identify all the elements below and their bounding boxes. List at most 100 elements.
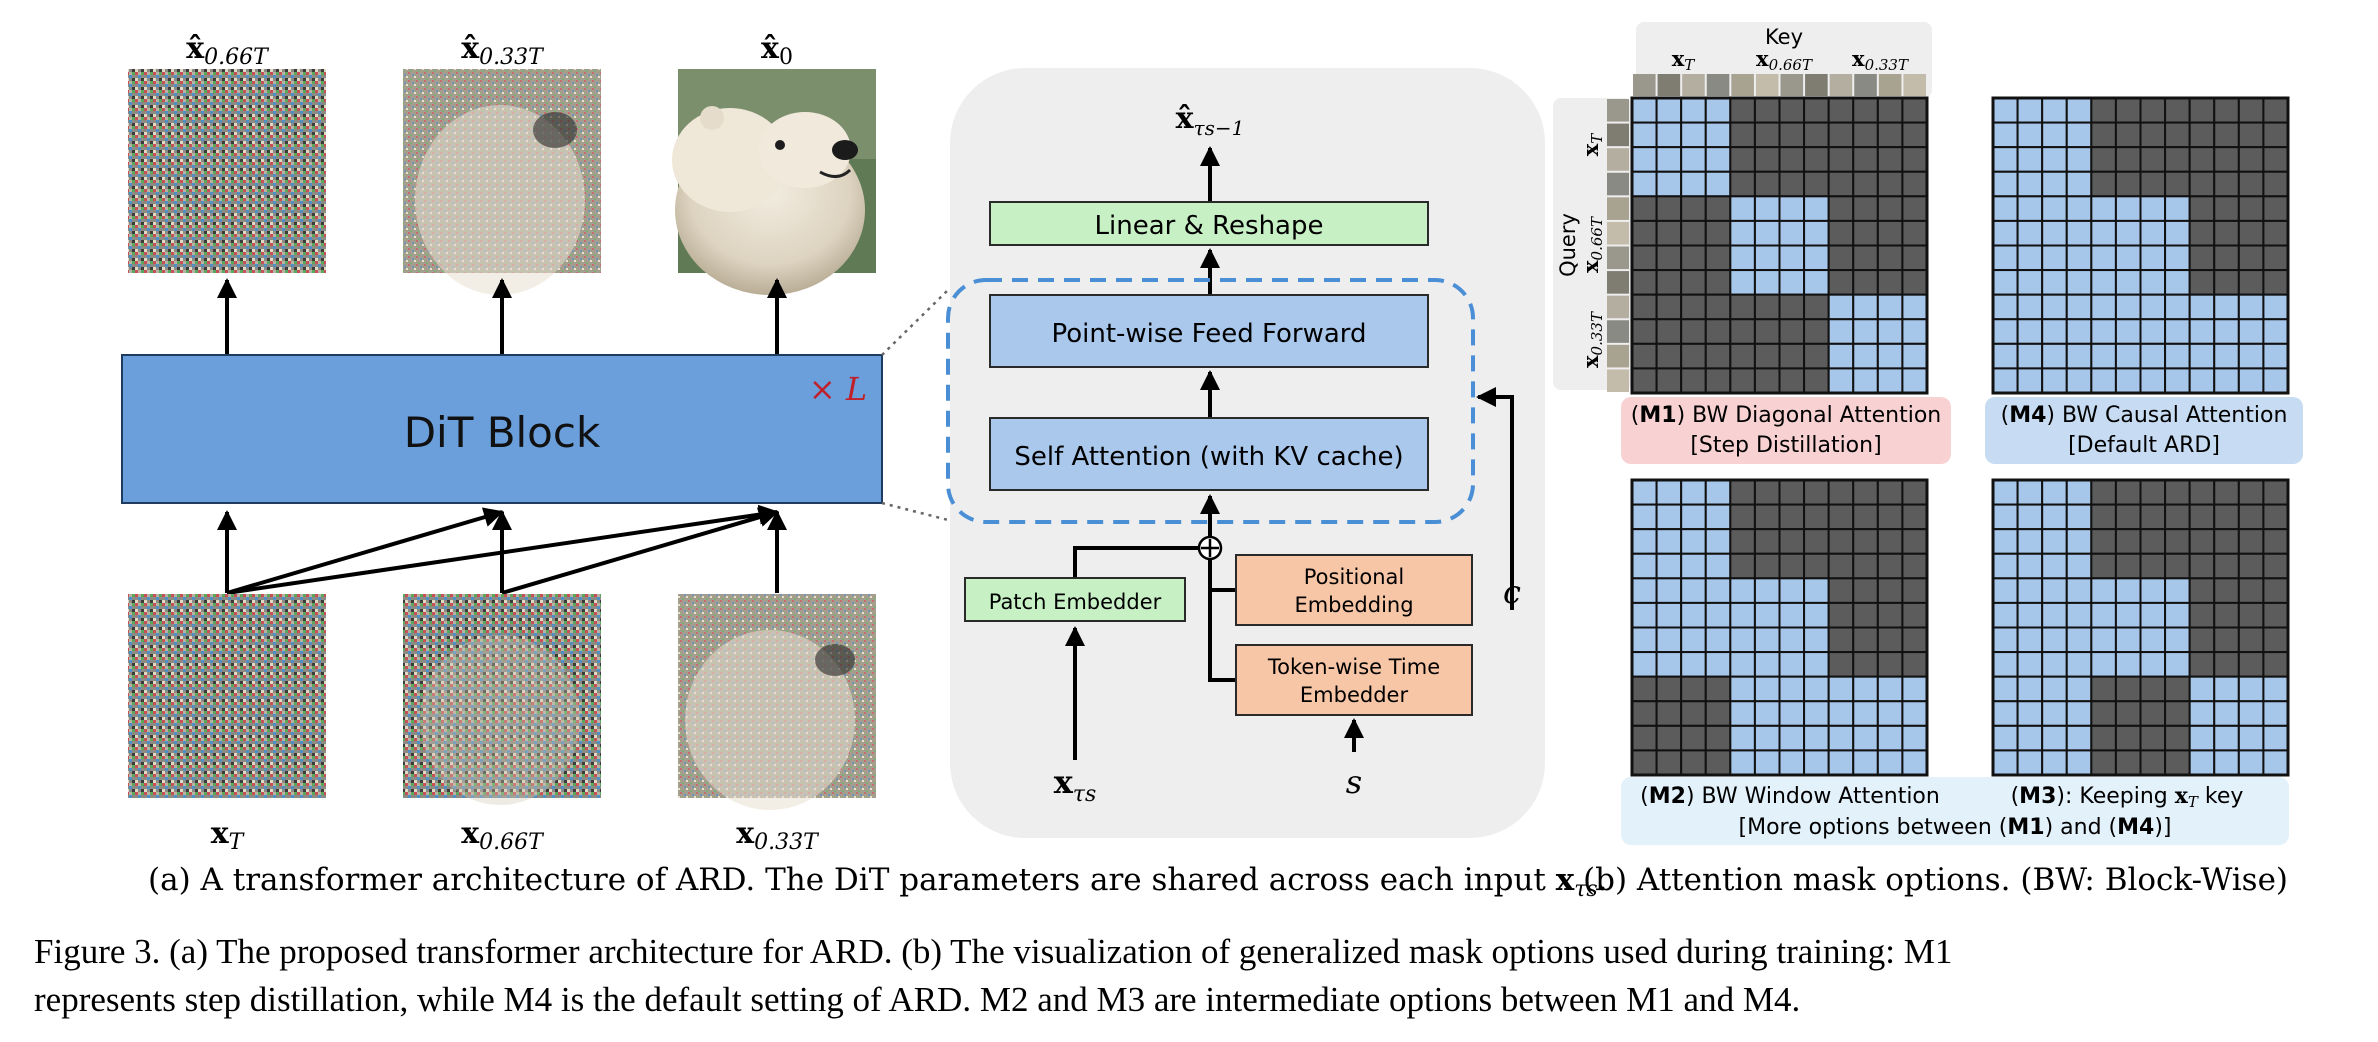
mask-cell-blocked: [2164, 552, 2191, 580]
mask-cell-blocked: [1778, 342, 1806, 370]
mask-cell-blocked: [1729, 342, 1756, 370]
mask-cell-blocked: [1876, 269, 1904, 296]
mask-cell-attend: [2090, 342, 2117, 370]
mask-cell-attend: [2090, 269, 2117, 296]
mask-cell-blocked: [1729, 170, 1756, 198]
mask-cell-blocked: [1803, 146, 1830, 173]
mask-cell-attend: [1992, 479, 2019, 506]
token-thumbnail: [1607, 295, 1629, 319]
mask-cell-attend: [2065, 121, 2093, 149]
mask-cell-blocked: [1852, 577, 1879, 604]
mask-cell-blocked: [2188, 219, 2216, 247]
mask-cell-attend: [1803, 675, 1830, 703]
mask-cell-attend: [1901, 749, 1928, 777]
mask-cell-attend: [2139, 269, 2167, 296]
key-label: Key: [1765, 25, 1803, 49]
mask-cell-attend: [1680, 97, 1707, 124]
mask-cell-blocked: [1827, 219, 1855, 247]
mask-cell-blocked: [1876, 170, 1904, 198]
mask-cell-blocked: [1753, 528, 1781, 555]
mask-cell-blocked: [1852, 195, 1879, 222]
mask-cell-blocked: [1704, 269, 1732, 296]
mask-cell-attend: [1992, 675, 2019, 703]
mask-cell-blocked: [1680, 749, 1707, 777]
mask-cell-blocked: [2090, 121, 2117, 149]
token-thumbnail: [1854, 74, 1877, 96]
mask-cell-attend: [1680, 503, 1707, 531]
mask-cell-blocked: [1704, 367, 1732, 394]
mask-cell-blocked: [2237, 146, 2265, 173]
mask-cell-blocked: [2164, 121, 2191, 149]
token-thumbnail: [1607, 197, 1629, 220]
mask-cell-attend: [1827, 367, 1855, 394]
mask-cell-blocked: [2213, 219, 2240, 247]
mask-cell-blocked: [1655, 700, 1683, 727]
mask-cell-attend: [2016, 724, 2044, 752]
mask-cell-attend: [1778, 700, 1806, 727]
mask-cell-attend: [2164, 626, 2191, 654]
mask-cell-blocked: [2237, 577, 2265, 604]
mask-cell-attend: [2164, 601, 2191, 629]
mask-cell-blocked: [1704, 318, 1732, 345]
mask-cell-attend: [2262, 749, 2290, 777]
mask-cell-attend: [1631, 577, 1658, 604]
mask-cell-attend: [1876, 749, 1904, 777]
mask-cell-attend: [1729, 700, 1756, 727]
mask-cell-attend: [2016, 626, 2044, 654]
mask-cell-attend: [2139, 577, 2167, 604]
mask-cell-blocked: [2139, 146, 2167, 173]
mask-cell-blocked: [1753, 146, 1781, 173]
mask-cell-blocked: [1729, 367, 1756, 394]
mask-cell-attend: [1729, 195, 1756, 222]
mask-cell-blocked: [1901, 577, 1928, 604]
mask-cell-attend: [1876, 318, 1904, 345]
mask-cell-attend: [2090, 244, 2117, 272]
repeat-label: × L: [809, 370, 867, 408]
time-embedder-label-1: Token-wise Time: [1267, 655, 1440, 679]
mask-cell-blocked: [1729, 97, 1756, 124]
mask-cell-attend: [2114, 651, 2142, 678]
mask-cell-attend: [2164, 293, 2191, 321]
mask-cell-attend: [2016, 479, 2044, 506]
mask-cell-blocked: [2237, 97, 2265, 124]
key-group-T: xT: [1672, 46, 1696, 74]
panel-a-caption: (a) A transformer architecture of ARD. T…: [148, 862, 1608, 902]
mask-cell-attend: [2164, 342, 2191, 370]
mask-cell-blocked: [2213, 170, 2240, 198]
mask-cell-blocked: [2090, 724, 2117, 752]
mask-cell-blocked: [2114, 552, 2142, 580]
mask-cell-blocked: [1704, 700, 1732, 727]
mask-cell-blocked: [2164, 503, 2191, 531]
mask-cell-attend: [2016, 367, 2044, 394]
mask-cell-attend: [2041, 97, 2068, 124]
figure-caption-line-1: Figure 3. (a) The proposed transformer a…: [34, 932, 1953, 971]
mask-cell-blocked: [2188, 146, 2216, 173]
mask-cell-blocked: [1827, 479, 1855, 506]
m1-subtitle: [Step Distillation]: [1690, 433, 1881, 458]
mask-cell-blocked: [2114, 170, 2142, 198]
mask-cell-attend: [1729, 269, 1756, 296]
mask-cell-attend: [2139, 651, 2167, 678]
mask-cell-attend: [1852, 675, 1879, 703]
mask-cell-attend: [2016, 749, 2044, 777]
mask-cell-attend: [2213, 342, 2240, 370]
input-image-0-66T: [403, 594, 601, 805]
mask-cell-blocked: [1803, 170, 1830, 198]
input-label-0-33T: x0.33T: [736, 816, 820, 855]
mask-cell-attend: [1992, 577, 2019, 604]
m3-title: (M3): Keeping xT key: [2011, 783, 2244, 811]
mask-cell-attend: [2114, 577, 2142, 604]
mask-cell-attend: [1852, 318, 1879, 345]
mask-cell-attend: [1876, 293, 1904, 321]
mask-cell-blocked: [1852, 626, 1879, 654]
mask-cell-attend: [1680, 552, 1707, 580]
mask-cell-blocked: [1901, 552, 1928, 580]
mask-cell-blocked: [1704, 219, 1732, 247]
mask-cell-attend: [1655, 651, 1683, 678]
mask-cell-attend: [2065, 244, 2093, 272]
token-thumbnail: [1657, 74, 1681, 96]
mask-cell-attend: [1992, 121, 2019, 149]
mask-cell-blocked: [1827, 121, 1855, 149]
mask-cell-blocked: [1876, 121, 1904, 149]
mask-cell-blocked: [2262, 146, 2290, 173]
